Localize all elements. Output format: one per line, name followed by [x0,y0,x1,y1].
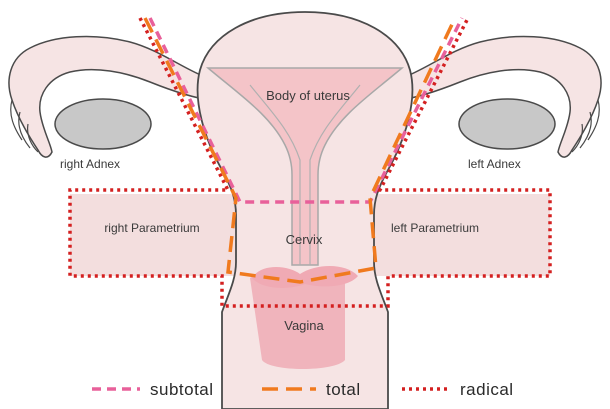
body-of-uterus-label: Body of uterus [266,88,350,103]
cervix-label: Cervix [286,232,323,247]
right-fimbriae [10,99,39,153]
legend-total-label: total [326,380,361,399]
right-parametrium-region [70,194,240,276]
right-fallopian-tube [8,35,211,158]
uterine-cavity [205,67,405,266]
legend-radical-label: radical [460,380,514,399]
subtotal-margin [148,17,464,204]
radical-margin [68,17,552,308]
left-parametrium-label: left Parametrium [391,221,479,235]
left-parametrium-region [370,194,550,276]
cervix-portio [252,266,358,288]
cavity-inner-line [249,84,361,265]
legend-subtotal-label: subtotal [150,380,214,399]
legend: subtotal total radical [92,380,514,399]
total-margin [143,17,457,284]
right-parametrium-label: right Parametrium [104,221,199,235]
left-adnex-label: left Adnex [468,157,521,171]
vaginal-canal [250,270,345,369]
left-ovary [458,98,556,150]
right-adnex-label: right Adnex [60,157,120,171]
right-ovary [54,98,152,150]
left-fimbriae [571,99,600,153]
vagina-label: Vagina [284,318,324,333]
left-fallopian-tube [399,35,602,158]
